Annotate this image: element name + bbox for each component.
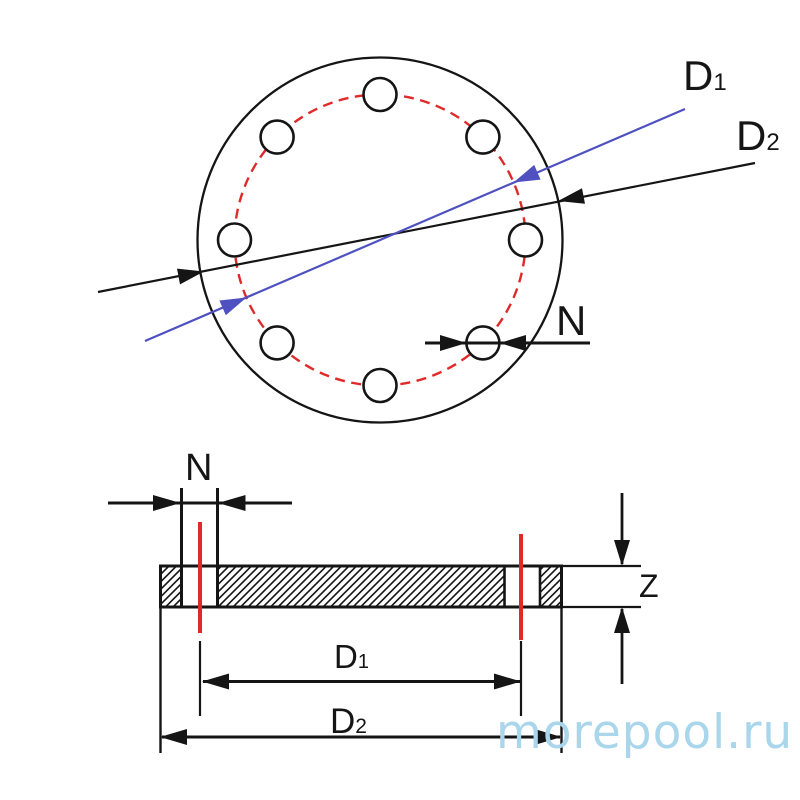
n-arrowhead-left-section xyxy=(153,495,181,511)
z-arrowhead-down xyxy=(614,540,630,566)
n-arrowhead-left-top-view xyxy=(440,335,467,351)
d1-arrowhead-left-section xyxy=(202,673,229,690)
d2-arrowhead-right-section xyxy=(534,729,562,745)
bolt-hole-left xyxy=(216,222,253,258)
n-arrowhead-right-top-view xyxy=(499,335,526,351)
d1-label-section: D1 xyxy=(334,638,369,675)
bolt-hole-right xyxy=(507,222,544,258)
z-label: Z xyxy=(639,568,659,604)
d1-label-sub: 1 xyxy=(358,651,369,673)
n-label-top-view: N xyxy=(556,297,586,344)
n-label-section: N xyxy=(185,447,212,489)
d2-arrowhead-right xyxy=(558,188,585,204)
d2-arrowhead-left xyxy=(177,268,204,285)
d2-label-main: D xyxy=(330,702,355,741)
d1-label-main: D xyxy=(334,638,358,675)
d2-label-sub: 2 xyxy=(766,129,779,156)
d1-arrowhead-right xyxy=(513,164,541,183)
d1-label-top-view: D1 xyxy=(683,52,727,99)
top-view: D1 D2 N xyxy=(97,52,780,424)
flange-outer-circle xyxy=(196,56,564,424)
bolt-hole-top-left xyxy=(259,119,295,155)
z-arrowhead-up xyxy=(614,607,630,633)
bolt-hole-top xyxy=(362,76,398,113)
bolt-hole-bottom xyxy=(362,367,398,404)
d2-label-sub: 2 xyxy=(355,715,367,738)
d1-label-sub: 1 xyxy=(713,69,726,96)
d2-arrowhead-left-section xyxy=(160,729,187,745)
d2-label-main: D xyxy=(736,112,766,159)
n-arrowhead-right-section xyxy=(218,495,246,511)
d2-label-top-view: D2 xyxy=(736,112,780,159)
d1-arrowhead-right-section xyxy=(494,673,521,690)
d2-diameter-line xyxy=(97,161,756,294)
watermark: morepool.ru xyxy=(496,705,793,760)
bolt-hole-top-right xyxy=(465,119,501,155)
bolt-hole-bottom-left xyxy=(259,325,295,361)
plate-outline xyxy=(159,564,563,609)
d1-label-main: D xyxy=(683,52,713,99)
section-view: N Z D1 D2 xyxy=(108,447,659,753)
d2-label-section: D2 xyxy=(330,702,367,741)
plate-hatching xyxy=(160,566,562,607)
d1-arrowhead-left xyxy=(219,297,247,316)
